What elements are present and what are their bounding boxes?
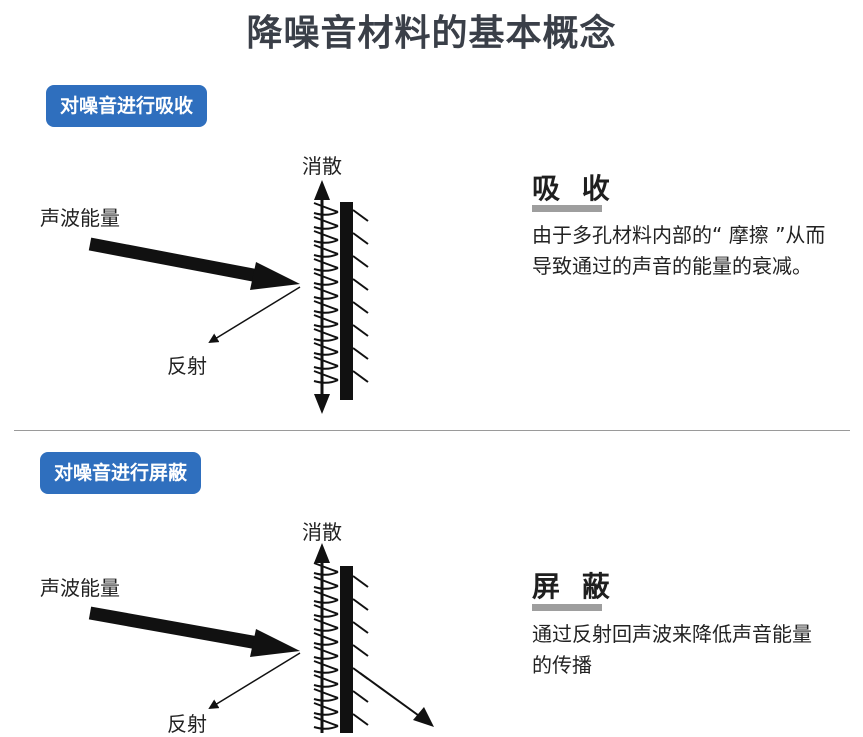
wall-tick xyxy=(352,278,369,291)
wall-tick xyxy=(352,301,369,314)
chevron xyxy=(313,286,339,300)
chevron xyxy=(313,328,339,342)
chevron xyxy=(313,342,339,356)
chevron xyxy=(313,216,339,230)
sound-wave-arrow xyxy=(88,237,260,283)
chevron xyxy=(313,272,339,286)
wall-tick xyxy=(352,255,369,268)
arrow-up-head xyxy=(314,180,330,200)
chevron xyxy=(313,716,339,730)
page-title: 降噪音材料的基本概念 xyxy=(246,13,617,54)
absorption-diagram xyxy=(88,180,369,414)
wall-tick xyxy=(352,598,369,611)
diffuse-label: 消散 xyxy=(302,520,342,544)
wave-energy-label: 声波能量 xyxy=(40,206,120,230)
chevron xyxy=(313,356,339,370)
wall-tick xyxy=(352,347,369,360)
chevron xyxy=(313,590,339,604)
chevron xyxy=(313,702,339,716)
chevron xyxy=(313,230,339,244)
wall-tick xyxy=(352,621,369,634)
reflection-arrow xyxy=(208,286,301,344)
wall-tick xyxy=(352,370,369,383)
wall xyxy=(340,566,353,733)
arrow-up-head xyxy=(314,543,330,563)
wall-tick xyxy=(352,644,369,657)
absorption-heading: 吸 收 xyxy=(532,172,616,205)
chevron xyxy=(313,674,339,688)
chevron xyxy=(313,370,339,384)
wall-tick xyxy=(352,575,369,588)
transmission-arrowhead xyxy=(413,707,434,727)
chevron xyxy=(313,314,339,328)
shielding-diagram xyxy=(88,543,434,733)
transmission-arrow xyxy=(359,672,423,719)
wall-tick xyxy=(352,209,369,222)
heading-underline xyxy=(532,604,602,611)
heading-underline xyxy=(532,205,602,212)
sound-wave-arrowhead xyxy=(250,629,300,657)
chevron xyxy=(313,646,339,660)
chevron xyxy=(313,562,339,576)
porous-material xyxy=(313,562,339,730)
reflect-label: 反射 xyxy=(167,354,207,378)
chevron xyxy=(313,258,339,272)
reflect-label: 反射 xyxy=(167,712,207,736)
section-divider xyxy=(14,430,850,431)
chevron xyxy=(313,576,339,590)
diffuse-label: 消散 xyxy=(302,154,342,178)
chevron xyxy=(313,202,339,216)
absorption-description: 由于多孔材料内部的“ 摩擦 ”从而导致通过的声音的能量的衰减。 xyxy=(532,223,826,278)
wall xyxy=(340,202,353,400)
shielding-description: 通过反射回声波来降低声音能量的传播 xyxy=(532,622,812,677)
sound-wave-arrow xyxy=(88,606,260,650)
chevron xyxy=(313,244,339,258)
shielding-heading: 屏 蔽 xyxy=(532,570,616,603)
porous-material xyxy=(313,202,339,384)
wall-ticks xyxy=(352,209,369,383)
arrow-down-head xyxy=(314,394,330,414)
wall-tick xyxy=(352,324,369,337)
wall-tick xyxy=(352,232,369,245)
shielding-badge: 对噪音进行屏蔽 xyxy=(40,452,202,494)
chevron xyxy=(313,632,339,646)
chevron xyxy=(313,688,339,702)
chevron xyxy=(313,300,339,314)
sound-wave-arrowhead xyxy=(250,262,300,290)
absorption-badge: 对噪音进行吸收 xyxy=(46,85,208,127)
chevron xyxy=(313,660,339,674)
wave-energy-label: 声波能量 xyxy=(40,576,120,600)
reflection-arrow xyxy=(208,652,301,710)
wall-tick xyxy=(352,690,369,703)
chevron xyxy=(313,618,339,632)
chevron xyxy=(313,604,339,618)
wall-ticks xyxy=(352,575,369,726)
wall-tick xyxy=(352,713,369,726)
